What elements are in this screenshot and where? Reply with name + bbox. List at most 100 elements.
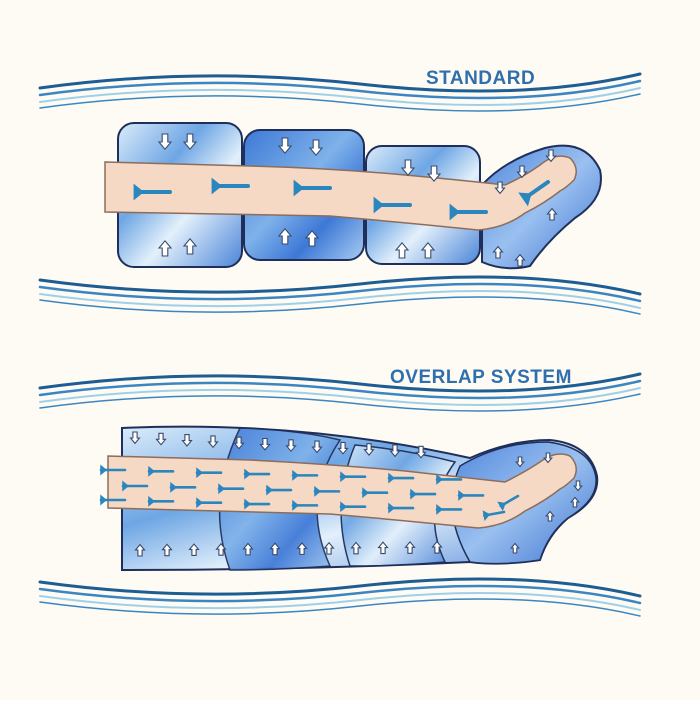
- wave-line: [38, 275, 642, 296]
- hollow-arrow-icon: [514, 253, 526, 267]
- flow-arrow-icon: [211, 177, 222, 195]
- standard-flow-arrows: [133, 177, 550, 221]
- flow-arrow-icon: [497, 501, 506, 512]
- hollow-arrow-icon: [337, 441, 349, 455]
- flow-arrow-icon: [133, 183, 144, 201]
- flow-arrow-icon: [122, 480, 129, 492]
- hollow-arrow-icon: [543, 452, 553, 464]
- flow-arrow-icon: [148, 495, 155, 507]
- flow-arrow-icon: [244, 468, 251, 480]
- flow-arrow-icon: [340, 471, 347, 483]
- wave-top-standard: [38, 72, 642, 112]
- hollow-arrow-icon: [233, 436, 245, 450]
- hollow-arrow-icon: [277, 227, 293, 245]
- hollow-arrow-icon: [285, 439, 297, 453]
- wave-bottom-standard: [38, 275, 642, 315]
- overlap-flow-arrows: [99, 464, 520, 521]
- wave-line: [38, 577, 642, 598]
- hollow-arrow-icon: [415, 445, 427, 459]
- overlap-title: OVERLAP SYSTEM: [390, 367, 572, 388]
- flow-arrow-icon: [266, 484, 273, 496]
- flow-arrow-icon: [218, 483, 225, 495]
- hollow-arrow-icon: [181, 434, 193, 447]
- flow-arrow-icon: [314, 485, 321, 497]
- flow-arrow-icon: [340, 501, 347, 513]
- flow-arrow-icon: [388, 472, 395, 484]
- flow-arrow-icon: [100, 494, 107, 506]
- hollow-arrow-icon: [573, 480, 583, 492]
- wave-line: [38, 79, 642, 100]
- wave-bottom-overlap: [38, 577, 642, 617]
- hollow-arrow-icon: [155, 432, 167, 446]
- hollow-arrow-icon: [394, 241, 410, 259]
- wave-line: [39, 393, 641, 412]
- wave-top-overlap: [38, 372, 642, 412]
- hollow-arrow-icon: [323, 541, 335, 555]
- hollow-arrow-icon: [492, 245, 504, 259]
- wave-line: [39, 598, 641, 617]
- hollow-arrow-icon: [277, 137, 293, 155]
- hollow-arrow-icon: [269, 542, 281, 556]
- wave-line: [38, 584, 642, 605]
- flow-arrow-icon: [293, 179, 304, 197]
- overlap-pressure-arrows: [129, 431, 583, 557]
- hollow-arrow-icon: [188, 543, 200, 557]
- wave-line: [38, 282, 642, 303]
- wave-line: [38, 379, 642, 400]
- wave-line: [39, 87, 641, 107]
- hollow-arrow-icon: [157, 133, 173, 151]
- hollow-arrow-icon: [242, 542, 254, 556]
- hollow-arrow-icon: [207, 435, 219, 449]
- flow-arrow-icon: [436, 473, 443, 485]
- flow-arrow-icon: [388, 502, 395, 514]
- hollow-arrow-icon: [182, 237, 198, 255]
- hollow-arrow-icon: [129, 431, 141, 445]
- hollow-arrow-icon: [296, 542, 308, 555]
- flow-arrow-icon: [458, 489, 465, 501]
- hollow-arrow-icon: [311, 440, 323, 454]
- hollow-arrow-icon: [377, 541, 389, 555]
- hollow-arrow-icon: [516, 165, 528, 179]
- hollow-arrow-icon: [510, 542, 520, 554]
- hollow-arrow-icon: [134, 543, 146, 557]
- flow-arrow-icon: [410, 488, 417, 500]
- hollow-arrow-icon: [494, 181, 506, 195]
- hollow-arrow-icon: [426, 165, 442, 183]
- flow-arrow-icon: [362, 487, 369, 499]
- standard-title: STANDARD: [426, 68, 536, 89]
- hollow-arrow-icon: [350, 541, 362, 555]
- hollow-arrow-icon: [546, 207, 558, 221]
- hollow-arrow-icon: [545, 149, 557, 163]
- hollow-arrow-icon: [304, 229, 320, 247]
- wave-line: [39, 296, 641, 315]
- hollow-arrow-icon: [182, 133, 198, 151]
- hollow-arrow-icon: [420, 241, 436, 259]
- standard-panel: [38, 72, 642, 315]
- flow-arrow-icon: [482, 510, 491, 521]
- flow-arrow-icon: [436, 503, 443, 515]
- hollow-arrow-icon: [215, 542, 227, 556]
- wave-line: [38, 72, 642, 93]
- hollow-arrow-icon: [259, 437, 271, 451]
- hollow-arrow-icon: [404, 541, 416, 554]
- hollow-arrow-icon: [515, 456, 525, 468]
- hollow-arrow-icon: [308, 139, 324, 157]
- flow-arrow-icon: [449, 203, 460, 221]
- hollow-arrow-icon: [389, 444, 401, 458]
- standard-pressure-arrows: [157, 133, 558, 267]
- flow-arrow-icon: [100, 464, 107, 476]
- hollow-arrow-icon: [363, 443, 375, 456]
- flow-arrow-icon: [148, 465, 155, 477]
- wave-line: [39, 387, 641, 407]
- flow-arrow-icon: [373, 196, 384, 214]
- overlap-panel: [38, 372, 642, 617]
- wave-line: [39, 93, 641, 112]
- wave-line: [38, 372, 642, 393]
- flow-arrow-icon: [170, 481, 177, 493]
- hollow-arrow-icon: [157, 239, 173, 257]
- flow-arrow-icon: [292, 499, 299, 511]
- hollow-arrow-icon: [545, 510, 555, 522]
